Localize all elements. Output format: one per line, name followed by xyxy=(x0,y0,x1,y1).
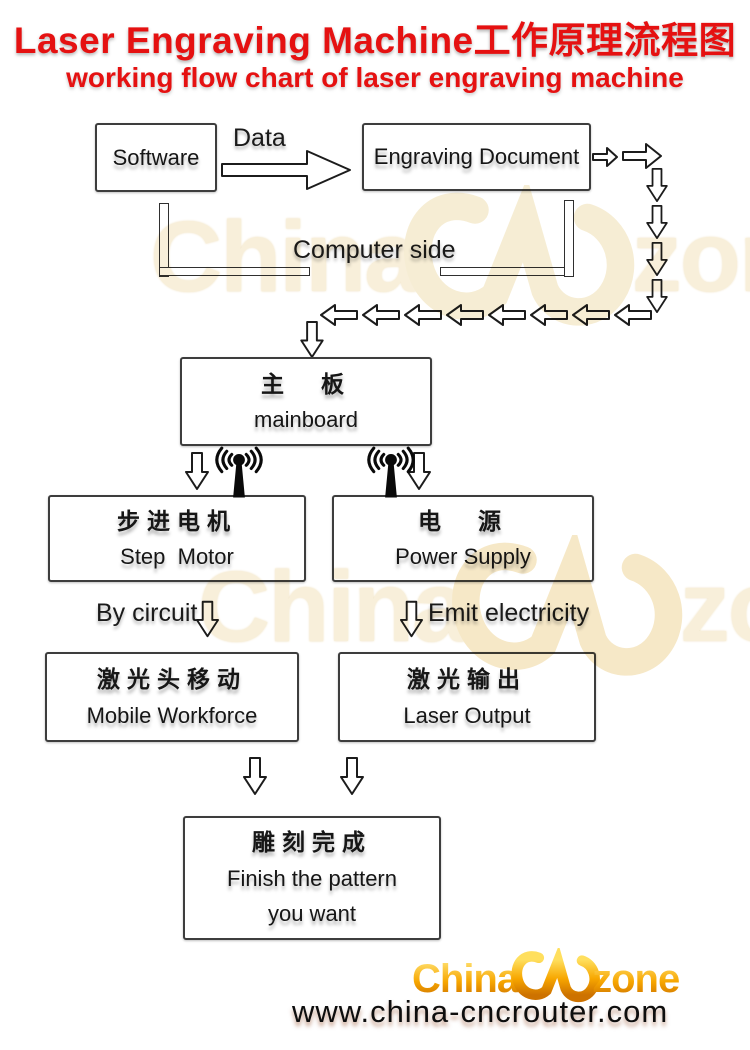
step-motor-label-en: Step Motor xyxy=(120,544,234,570)
computer-side-bracket-right-horizontal xyxy=(440,267,574,276)
left-arrow-icon xyxy=(572,304,610,326)
down-arrow-icon xyxy=(340,756,364,796)
mainboard-label-en: mainboard xyxy=(254,407,358,433)
laser-output-box: 激光输出 Laser Output xyxy=(338,652,596,742)
down-arrow-icon xyxy=(646,205,668,239)
left-arrow-icon xyxy=(362,304,400,326)
finish-label-cn: 雕刻完成 xyxy=(252,829,372,856)
right-arrow-icon xyxy=(592,147,618,167)
data-arrow-icon xyxy=(221,146,352,194)
down-arrow-icon xyxy=(646,168,668,202)
laser-output-label-cn: 激光输出 xyxy=(407,666,527,692)
power-supply-label-en: Power Supply xyxy=(395,544,531,570)
antenna-icon xyxy=(362,446,420,505)
computer-side-label: Computer side xyxy=(293,236,456,264)
engraving-document-box: Engraving Document xyxy=(362,123,591,191)
finish-label-en1: Finish the pattern xyxy=(227,866,397,892)
left-arrow-icon xyxy=(614,304,652,326)
engraving-document-label: Engraving Document xyxy=(373,144,580,170)
cnc-swoosh-icon xyxy=(511,948,600,1003)
down-arrow-column xyxy=(646,168,668,313)
mainboard-box: 主 板 mainboard xyxy=(180,357,432,446)
computer-side-bracket-left-vertical xyxy=(159,203,169,277)
step-motor-label-cn: 步进电机 xyxy=(117,507,237,534)
emit-electricity-label: Emit electricity xyxy=(428,599,590,627)
china-cnc-zone-logo: China zone xyxy=(412,948,680,1010)
down-arrow-icon xyxy=(400,597,423,641)
mainboard-label-cn: 主 板 xyxy=(261,370,351,397)
mobile-workforce-label-en: Mobile Workforce xyxy=(86,702,258,728)
laser-output-label-en: Laser Output xyxy=(403,702,531,728)
down-arrow-icon xyxy=(243,756,267,796)
step-motor-box: 步进电机 Step Motor xyxy=(48,495,306,582)
down-arrow-icon xyxy=(646,242,668,276)
mobile-workforce-box: 激光头移动 Mobile Workforce xyxy=(45,652,299,742)
power-supply-box: 电 源 Power Supply xyxy=(332,495,594,582)
right-arrow-icon xyxy=(622,142,662,170)
data-label: Data xyxy=(233,124,286,152)
logo-china-text: China xyxy=(412,956,519,1001)
left-arrow-icon xyxy=(320,304,358,326)
computer-side-bracket-right-vertical xyxy=(564,200,574,277)
finish-box: 雕刻完成 Finish the pattern you want xyxy=(183,816,441,940)
watermark-zone-text: zone xyxy=(679,551,750,663)
software-box: Software xyxy=(95,123,217,192)
page-title: Laser Engraving Machine工作原理流程图 xyxy=(13,20,737,61)
left-arrow-icon xyxy=(530,304,568,326)
software-label: Software xyxy=(112,144,200,170)
left-arrow-icon xyxy=(488,304,526,326)
down-arrow-icon xyxy=(300,321,324,358)
by-circuit-label: By circuit xyxy=(96,599,198,627)
finish-label-en2: you want xyxy=(267,901,357,927)
down-arrow-icon xyxy=(196,597,219,641)
down-arrow-icon xyxy=(646,279,668,313)
power-supply-label-cn: 电 源 xyxy=(418,507,508,534)
down-arrow-icon xyxy=(185,450,209,492)
mobile-workforce-label-cn: 激光头移动 xyxy=(97,666,247,692)
website-url: www.china-cncrouter.com xyxy=(292,994,669,1029)
left-arrow-row xyxy=(320,304,652,326)
computer-side-bracket-left-horizontal xyxy=(159,267,310,276)
page-subtitle: working flow chart of laser engraving ma… xyxy=(66,62,684,93)
antenna-icon xyxy=(210,446,268,505)
left-arrow-icon xyxy=(404,304,442,326)
left-arrow-icon xyxy=(446,304,484,326)
down-arrow-icon xyxy=(407,450,431,492)
logo-zone-text: zone xyxy=(592,956,680,1001)
